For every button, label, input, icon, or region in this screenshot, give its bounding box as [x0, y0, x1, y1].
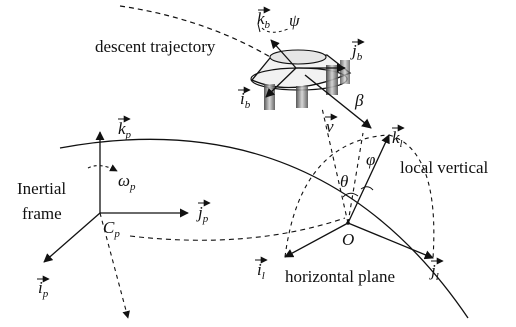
beta-label: β — [354, 91, 364, 110]
descent-trajectory-curve — [119, 5, 289, 69]
planet-surface-arc — [59, 138, 469, 319]
horizontal-plane-label: horizontal plane — [285, 267, 395, 286]
vector-label-j-l: jl — [429, 257, 444, 283]
capsule-axes — [257, 23, 372, 129]
svg-text:kb: kb — [257, 9, 271, 31]
omega-label: ωp — [118, 171, 136, 193]
origin-label: O — [342, 230, 354, 249]
svg-text:ib: ib — [240, 89, 251, 111]
svg-text:il: il — [257, 260, 265, 282]
cp-to-o-dashed — [129, 217, 346, 241]
vector-label-v: v — [325, 113, 338, 136]
vector-label-i-l: il — [255, 256, 268, 282]
svg-text:kp: kp — [118, 119, 132, 141]
psi-label: ψ — [289, 11, 300, 30]
svg-text:ip: ip — [38, 278, 49, 300]
cp-label: Cp — [103, 218, 120, 240]
capsule-body — [250, 49, 352, 110]
vector-label-k-l: kl — [392, 124, 405, 150]
vector-label-k-b: kb — [257, 6, 271, 31]
vector-label-j-p: jp — [196, 199, 211, 225]
theta-label: θ — [340, 172, 348, 191]
vector-label-j-b: jb — [350, 38, 365, 63]
inertial-frame-label-line2: frame — [22, 204, 62, 223]
vector-label-i-p: ip — [37, 275, 50, 300]
svg-text:v: v — [326, 117, 334, 136]
svg-text:kl: kl — [392, 128, 403, 150]
svg-text:jp: jp — [196, 203, 209, 225]
phi-label: φ — [366, 150, 375, 169]
svg-text:jl: jl — [429, 261, 439, 283]
svg-text:jb: jb — [350, 41, 363, 63]
inertial-frame-label-line1: Inertial — [17, 179, 66, 198]
vector-label-k-p: kp — [118, 115, 132, 141]
inertial-frame-axes — [43, 131, 189, 319]
descent-trajectory-label: descent trajectory — [95, 37, 216, 56]
local-vertical-label: local vertical — [400, 158, 489, 177]
local-frame-axes — [284, 107, 435, 260]
vector-label-i-b: ib — [238, 86, 251, 111]
